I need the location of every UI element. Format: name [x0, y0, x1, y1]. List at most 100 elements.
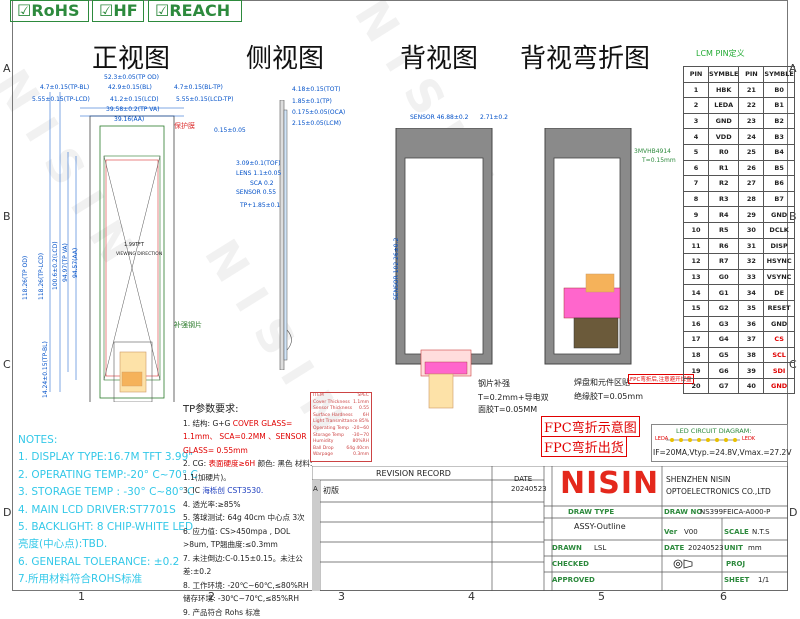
- pin-table-cell: 10: [684, 222, 709, 238]
- pin-table-cell: 8: [684, 191, 709, 207]
- tb-revision-record: REVISION RECORD: [376, 469, 451, 478]
- pin-header-cell: PIN: [684, 67, 709, 83]
- pin-table-cell: 40: [739, 378, 764, 394]
- pin-table-cell: G1: [709, 285, 739, 301]
- tp-spec-line: 储存环境: -30℃~70℃,≤85%RH: [183, 592, 312, 606]
- back-dim-w2: 2.71±0.2: [480, 114, 508, 121]
- note-item: 4. MAIN LCD DRIVER:ST7701S: [18, 502, 198, 519]
- pin-table-cell: 38: [739, 347, 764, 363]
- tb-scale-label: SCALE: [724, 528, 749, 536]
- row-mark-d-right: D: [789, 506, 797, 519]
- front-dim-aa: 39.16(AA): [114, 116, 144, 123]
- back-bent-view-drawing: [544, 128, 634, 368]
- side-dim-sca: SCA 0.2: [250, 180, 274, 187]
- side-view-drawing: [270, 100, 300, 370]
- pin-table-cell: 23: [739, 113, 764, 129]
- pin-table-cell: 12: [684, 254, 709, 270]
- pin-table-cell: 28: [739, 191, 764, 207]
- pin-table-cell: G5: [709, 347, 739, 363]
- tb-sheet: 1/1: [758, 576, 769, 584]
- tb-draw-no-label: DRAW NO: [664, 508, 702, 516]
- notes-title: NOTES:: [18, 432, 198, 449]
- pin-header-cell: PIN: [739, 67, 764, 83]
- pin-table-cell: 24: [739, 129, 764, 145]
- front-dim-v3: 94.97(TP VA): [62, 243, 69, 282]
- tb-unit-label: UNIT: [724, 544, 743, 552]
- pin-table-cell: 32: [739, 254, 764, 270]
- pin-table-cell: R7: [709, 254, 739, 270]
- side-dim-lcm: 2.15±0.05(LCM): [292, 120, 341, 127]
- front-dim-lcd: 41.2±0.15(LCD): [110, 96, 159, 103]
- tb-scale: N.T.S: [752, 528, 770, 536]
- pin-table-cell: B3: [764, 129, 794, 145]
- pin-header-cell: SYMBLE: [764, 67, 794, 83]
- pin-table-cell: 27: [739, 176, 764, 192]
- tp-spec-line: 7. 未注倒边:C-0.15±0.15。未注公: [183, 552, 312, 566]
- back-view-title: 背视图: [400, 38, 478, 75]
- front-dim-v5: 118.26(TP OD): [22, 256, 29, 300]
- tb-proj-label: PROJ: [726, 560, 745, 568]
- pin-table-cell: 2: [684, 98, 709, 114]
- check-icon: ☑: [155, 1, 169, 20]
- tp-spec-line: 1.1mm、 SCA=0.2MM 、SENSOR: [183, 430, 312, 444]
- tp-spec-line: 5. 落球测试: 64g 40cm 中心点 3次: [183, 511, 312, 525]
- pin-table-cell: R1: [709, 160, 739, 176]
- pin-table-cell: R2: [709, 176, 739, 192]
- pin-table-cell: G3: [709, 316, 739, 332]
- tb-rev-desc: 初版: [323, 485, 339, 496]
- pin-table-cell: VSYNC: [764, 269, 794, 285]
- note-item: 2. OPERATING TEMP:-20° C~70° C: [18, 467, 198, 484]
- pin-table-cell: 16: [684, 316, 709, 332]
- pin-table-cell: 31: [739, 238, 764, 254]
- front-protect-film: 保护膜: [174, 121, 195, 131]
- pin-table-cell: 13: [684, 269, 709, 285]
- front-dim-v2: 94.57(AA): [72, 248, 79, 278]
- col-mark-5: 5: [598, 590, 605, 603]
- pin-table-cell: 3: [684, 113, 709, 129]
- side-dim-fpc: TP+1.85±0.1: [240, 202, 280, 209]
- company-name-en: OPTOELECTRONICS CO.,LTD: [666, 487, 771, 496]
- check-icon: ☑: [99, 1, 113, 20]
- pin-table-cell: 18: [684, 347, 709, 363]
- side-dim-oca: 0.175±0.05(OCA): [292, 109, 345, 116]
- tb-date-label: DATE: [664, 544, 684, 552]
- pin-table-cell: 25: [739, 144, 764, 160]
- notes-block: NOTES: 1. DISPLAY TYPE:16.7M TFT 3.99" 2…: [18, 432, 198, 589]
- pin-table-cell: 29: [739, 207, 764, 223]
- tp-spec-block: TP参数要求: 1. 结构: G+G COVER GLASS= 1.1mm、 S…: [183, 403, 312, 619]
- led-circuit-title: LED CIRCUIT DIAGRAM:: [676, 427, 752, 435]
- led-chain-icon: [666, 436, 740, 444]
- pin-table-cell: 21: [739, 82, 764, 98]
- tp-spec-line: 4. 透光率:≥85%: [183, 498, 312, 512]
- pin-table-cell: G0: [709, 269, 739, 285]
- company-name-cn: SHENZHEN NISIN: [666, 475, 731, 484]
- front-dim-lcd-tp-r: 5.55±0.15(LCD-TP): [176, 96, 233, 103]
- reliability-row: Operating Temp-20~60: [311, 426, 371, 433]
- side-dim-total: 4.18±0.15(TOT): [292, 86, 340, 93]
- tp-spec-line: 9. 产品符合 Rohs 标准: [183, 606, 312, 619]
- note-item: 5. BACKLIGHT: 8 CHIP-WHITE LED: [18, 519, 198, 536]
- pin-table-cell: 36: [739, 316, 764, 332]
- pin-table-cell: DISP: [764, 238, 794, 254]
- reach-badge: ☑REACH: [148, 0, 242, 22]
- pin-table-cell: 22: [739, 98, 764, 114]
- tp-spec-line: GLASS= 0.55mm: [183, 444, 312, 458]
- led-cathode-label: LEDK: [742, 436, 755, 442]
- col-mark-4: 4: [468, 590, 475, 603]
- check-icon: ☑: [17, 1, 31, 20]
- back-stiffener-t1: T=0.2mm+导电双: [478, 392, 549, 403]
- tp-spec-line: 2. CG: 表面硬度≥6H 颜色: 黑色 材料:: [183, 457, 312, 471]
- front-view-title: 正视图: [92, 38, 170, 75]
- pin-table-cell: R0: [709, 144, 739, 160]
